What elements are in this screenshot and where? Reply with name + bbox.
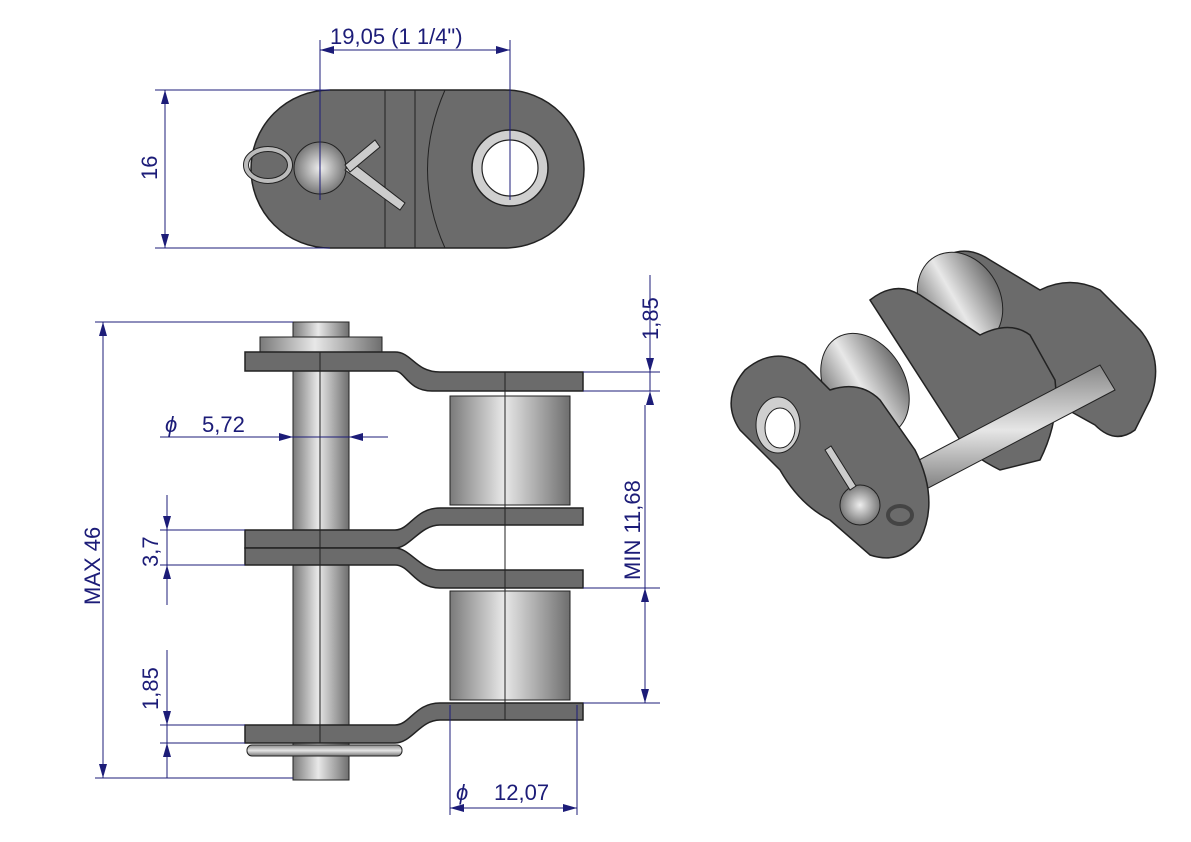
dimension-pitch: 19,05 (1 1/4") xyxy=(319,24,511,200)
roller-diameter-label: 12,07 xyxy=(494,780,549,805)
dimension-overall-width: MAX 46 xyxy=(80,321,293,779)
dimension-middle-plates: 3,7 xyxy=(138,495,245,605)
inner-width-label: MIN 11,68 xyxy=(620,480,645,580)
isometric-view xyxy=(730,250,1157,559)
diameter-symbol: ϕ xyxy=(165,412,177,437)
dimension-top-plate: 1,85 xyxy=(583,275,663,405)
pitch-label: 19,05 (1 1/4") xyxy=(330,24,463,49)
roller-lower xyxy=(449,590,571,701)
diameter-symbol: ϕ xyxy=(456,780,468,805)
dimension-bottom-plate: 1,85 xyxy=(138,650,245,778)
side-view xyxy=(244,321,584,781)
middle-plates-label: 3,7 xyxy=(138,536,163,567)
dimension-plate-height: 16 xyxy=(137,89,330,249)
roller-upper xyxy=(449,395,571,506)
dimension-roller-diameter: ϕ 12,07 xyxy=(449,705,578,815)
plate-height-label: 16 xyxy=(137,156,162,180)
dimension-inner-width: MIN 11,68 xyxy=(583,405,660,704)
dimension-pin-diameter: ϕ 5,72 xyxy=(160,412,388,441)
pin-diameter-label: 5,72 xyxy=(202,412,245,437)
bottom-plate-label: 1,85 xyxy=(138,667,163,710)
overall-width-label: MAX 46 xyxy=(80,527,105,605)
top-view xyxy=(243,89,585,249)
top-plate-label: 1,85 xyxy=(638,297,663,340)
cotter-pin xyxy=(246,744,403,757)
